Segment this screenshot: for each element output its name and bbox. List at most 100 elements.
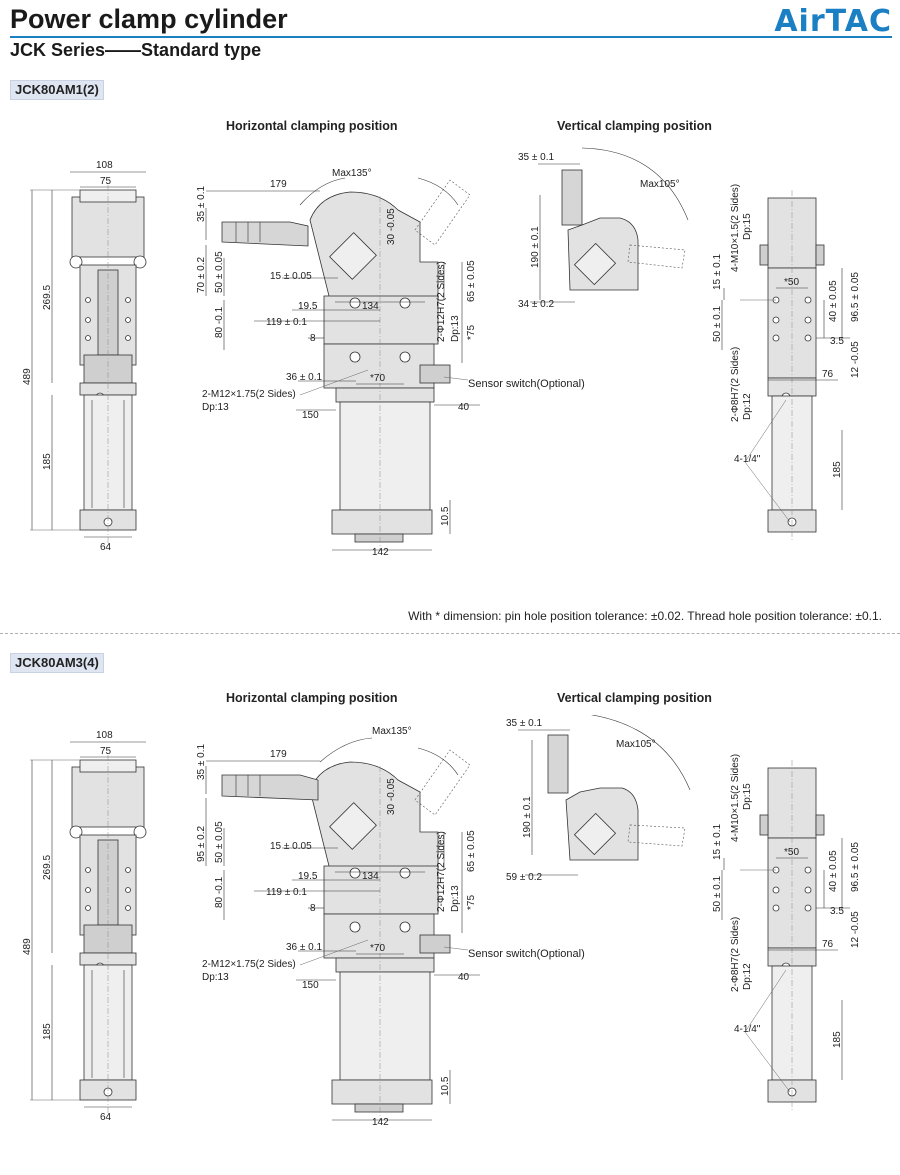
h-dim-35: 35 ± 0.1 — [196, 185, 207, 222]
sensor-label: Sensor switch(Optional) — [468, 948, 585, 960]
v-dim-190: 190 ± 0.1 — [522, 796, 533, 838]
brand-logo: AirTAC — [774, 4, 892, 39]
e-dim-3-5: 3.5 — [830, 906, 844, 917]
h-dim-80: 80 -0.1 — [214, 306, 225, 338]
e-thread-depth: Dp:15 — [742, 213, 753, 240]
horizontal-view — [205, 177, 480, 551]
header-rule — [10, 36, 892, 38]
h-dim-15: 15 ± 0.05 — [270, 841, 312, 852]
vertical-view — [530, 147, 689, 303]
v-dim-bottom: 59 ± 0.2 — [506, 872, 543, 883]
vertical-view — [518, 715, 691, 876]
side-view — [30, 741, 147, 1115]
e-dim-96: 96.5 ± 0.05 — [850, 842, 861, 892]
e-dim-3-5: 3.5 — [830, 336, 844, 347]
model-label-2: JCK80AM3(4) — [10, 653, 104, 673]
end-view — [721, 190, 850, 540]
h-pin-spec: 2-Φ12H7(2 Sides) — [436, 831, 447, 912]
e-pin-depth: Dp:12 — [742, 393, 753, 420]
h-dim-35: 35 ± 0.1 — [196, 743, 207, 780]
h-pin-depth: Dp:13 — [450, 885, 461, 912]
e-port: 4-1/4" — [734, 454, 761, 465]
h-thread-spec: 2-M12×1.75(2 Sides) — [202, 959, 296, 970]
h-dim-150: 150 — [302, 980, 319, 991]
e-thread-spec: 4-M10×1.5(2 Sides) — [730, 754, 741, 842]
h-dim-10: 10.5 — [440, 1076, 451, 1096]
side-height-489: 489 — [22, 368, 33, 385]
side-height-269: 269.5 — [42, 285, 53, 310]
h-pin-depth: Dp:13 — [450, 315, 461, 342]
v-max-angle: Max105° — [616, 739, 656, 750]
h-dim-179: 179 — [270, 749, 287, 760]
side-height-489: 489 — [22, 938, 33, 955]
side-width-64: 64 — [100, 1112, 112, 1123]
h-dim-8: 8 — [310, 333, 316, 344]
e-dim-12: 12 -0.05 — [850, 911, 861, 948]
h-dim-142: 142 — [372, 547, 389, 558]
v-dim-35: 35 ± 0.1 — [506, 718, 543, 729]
h-dim-36: 36 ± 0.1 — [286, 942, 323, 953]
e-dim-40: 40 ± 0.05 — [828, 280, 839, 322]
h-dim-36: 36 ± 0.1 — [286, 372, 323, 383]
h-dim-134: 134 — [362, 871, 379, 882]
e-dim-76: 76 — [822, 369, 834, 380]
section-separator — [0, 633, 900, 634]
h-dim-134: 134 — [362, 301, 379, 312]
h-dim-19: 19.5 — [298, 871, 318, 882]
page-title: Power clamp cylinder — [10, 4, 288, 34]
e-dim-50s: *50 — [784, 847, 799, 858]
h-dim-80: 80 -0.1 — [214, 876, 225, 908]
h-dim-70s: *70 — [370, 943, 385, 954]
side-width-108: 108 — [96, 730, 113, 741]
e-pin-spec: 2-Φ8H7(2 Sides) — [730, 347, 741, 422]
h-max-angle: Max135° — [332, 168, 372, 179]
e-dim-50: 50 ± 0.1 — [712, 875, 723, 912]
e-dim-40: 40 ± 0.05 — [828, 850, 839, 892]
side-height-185: 185 — [42, 1023, 53, 1040]
e-dim-12: 12 -0.05 — [850, 341, 861, 378]
v-dim-35: 35 ± 0.1 — [518, 152, 555, 163]
side-width-75: 75 — [100, 176, 112, 187]
e-dim-15: 15 ± 0.1 — [712, 253, 723, 290]
h-dim-65: 65 ± 0.05 — [466, 260, 477, 302]
side-height-269: 269.5 — [42, 855, 53, 880]
h-dim-50: 50 ± 0.05 — [214, 251, 225, 293]
v-dim-190: 190 ± 0.1 — [530, 226, 541, 268]
side-width-75: 75 — [100, 746, 112, 757]
h-dim-65: 65 ± 0.05 — [466, 830, 477, 872]
side-width-108: 108 — [96, 160, 113, 171]
h-dim-30: 30 -0.05 — [386, 778, 397, 815]
e-thread-spec: 4-M10×1.5(2 Sides) — [730, 184, 741, 272]
e-thread-depth: Dp:15 — [742, 783, 753, 810]
h-dim-30: 30 -0.05 — [386, 208, 397, 245]
side-height-185: 185 — [42, 453, 53, 470]
h-dim-70: 70 ± 0.2 — [196, 256, 207, 293]
model-label-1: JCK80AM1(2) — [10, 80, 104, 100]
e-dim-50s: *50 — [784, 277, 799, 288]
h-dim-119: 119 ± 0.1 — [266, 887, 307, 898]
h-dim-8: 8 — [310, 903, 316, 914]
h-dim-75: *75 — [466, 325, 477, 340]
side-width-64: 64 — [100, 542, 112, 553]
vertical-heading-1: Vertical clamping position — [557, 119, 712, 133]
h-dim-70s: *70 — [370, 373, 385, 384]
vertical-heading-2: Vertical clamping position — [557, 691, 712, 705]
h-dim-119: 119 ± 0.1 — [266, 317, 307, 328]
e-pin-spec: 2-Φ8H7(2 Sides) — [730, 917, 741, 992]
h-thread-depth: Dp:13 — [202, 972, 229, 983]
h-thread-spec: 2-M12×1.75(2 Sides) — [202, 389, 296, 400]
h-dim-70: 95 ± 0.2 — [196, 825, 207, 862]
sensor-label: Sensor switch(Optional) — [468, 378, 585, 390]
h-dim-50: 50 ± 0.05 — [214, 821, 225, 863]
horizontal-heading-1: Horizontal clamping position — [226, 119, 398, 133]
h-dim-142: 142 — [372, 1117, 389, 1128]
h-max-angle: Max135° — [372, 726, 412, 737]
e-dim-185: 185 — [832, 1031, 843, 1048]
horizontal-view — [205, 737, 480, 1121]
side-view — [30, 171, 147, 545]
e-dim-76: 76 — [822, 939, 834, 950]
e-dim-15: 15 ± 0.1 — [712, 823, 723, 860]
h-dim-40: 40 — [458, 402, 470, 413]
h-pin-spec: 2-Φ12H7(2 Sides) — [436, 261, 447, 342]
e-dim-96: 96.5 ± 0.05 — [850, 272, 861, 322]
